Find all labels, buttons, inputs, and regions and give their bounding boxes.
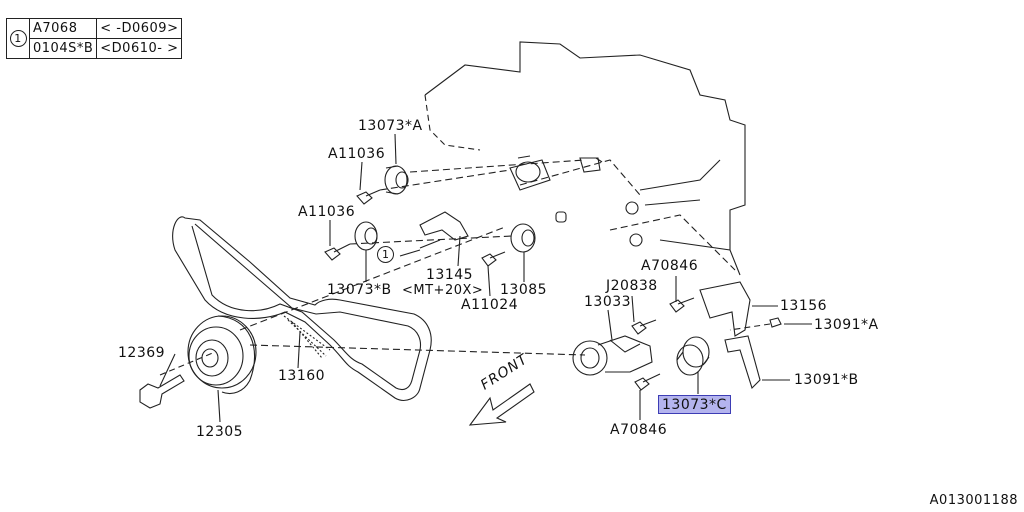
front-arrow <box>468 383 535 426</box>
bolt-a11036-lower <box>324 243 351 261</box>
crank-pulley-mid <box>188 326 244 386</box>
label-13145[interactable]: 13145 <box>426 267 474 283</box>
label-a11036-lower[interactable]: A11036 <box>298 204 356 220</box>
engine-block-outline <box>424 41 746 250</box>
label-12369[interactable]: 12369 <box>118 345 166 361</box>
idler-13085 <box>510 223 536 253</box>
plate-13091a <box>769 317 782 328</box>
label-13091a[interactable]: 13091*A <box>814 317 879 333</box>
label-13160[interactable]: 13160 <box>278 368 326 384</box>
label-a70846-lower[interactable]: A70846 <box>610 422 668 438</box>
legend-range-2: <D0610- > <box>96 38 183 59</box>
cam-boss <box>515 161 541 183</box>
label-13145-note: <MT+20X> <box>402 283 484 298</box>
legend-table: 1 A7068 < -D0609> 0104S*B <D0610- > <box>6 18 183 59</box>
label-13073b[interactable]: 13073*B <box>327 282 392 298</box>
label-13085[interactable]: 13085 <box>500 282 548 298</box>
tensioner-body <box>597 335 653 373</box>
bolt-j20838 <box>631 319 657 335</box>
callout-number[interactable]: 1 <box>377 246 394 263</box>
crank-pulley-hub <box>201 348 219 368</box>
crank-pulley-inner <box>195 339 229 377</box>
legend-range-1: < -D0609> <box>96 18 183 39</box>
label-13156[interactable]: 13156 <box>780 298 828 314</box>
label-13073a[interactable]: 13073*A <box>358 118 423 134</box>
bolt-a11036-upper <box>356 189 381 205</box>
label-a11024[interactable]: A11024 <box>461 297 519 313</box>
legend-number: 1 <box>9 30 27 47</box>
crank-bolt <box>139 374 185 409</box>
tensioner-pulley <box>572 340 608 376</box>
label-13073c[interactable]: 13073*C <box>658 395 731 414</box>
belt-teeth <box>283 315 331 359</box>
engine-block-top <box>424 94 481 151</box>
bracket-13156 <box>699 281 751 337</box>
engine-block-right-detail <box>639 159 741 276</box>
label-a70846-upper[interactable]: A70846 <box>641 258 699 274</box>
bolt-a11024 <box>481 251 506 267</box>
bolt-a70846-lower <box>634 373 661 391</box>
idler-13073b <box>354 221 378 251</box>
idler-13073c <box>676 344 704 376</box>
bracket-13145 <box>419 211 469 241</box>
label-13091b[interactable]: 13091*B <box>794 372 859 388</box>
legend-part-1: A7068 <box>28 18 98 39</box>
bolt-a70846-upper <box>669 297 695 313</box>
legend-part-2: 0104S*B <box>28 38 98 59</box>
legend-number-cell: 1 <box>6 18 30 59</box>
timing-belt <box>172 216 432 401</box>
label-12305[interactable]: 12305 <box>196 424 244 440</box>
label-a11036-upper[interactable]: A11036 <box>328 146 386 162</box>
diagram-code: A013001188 <box>929 493 1018 508</box>
label-13033[interactable]: 13033 <box>584 294 632 310</box>
label-j20838[interactable]: J20838 <box>606 278 658 294</box>
engine-block-dashed <box>519 159 736 271</box>
plate-13091b <box>724 335 761 390</box>
crank-pulley-rim <box>217 315 255 395</box>
timing-belt-inner <box>191 223 422 391</box>
